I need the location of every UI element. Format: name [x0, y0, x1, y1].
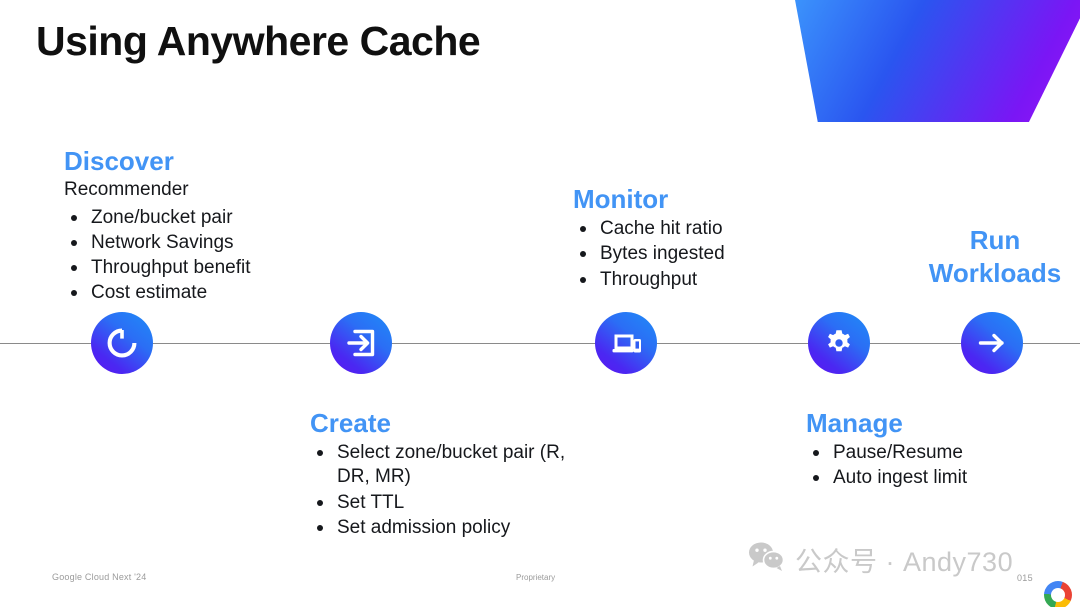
arrow-into-box-icon [344, 326, 378, 360]
section-heading-run-line2: Workloads [928, 258, 1062, 289]
list-item: Set TTL [310, 491, 580, 515]
devices-icon [609, 326, 643, 360]
section-create: Create Select zone/bucket pair (R, DR, M… [310, 408, 580, 541]
section-heading-create: Create [310, 408, 391, 438]
list-item: Throughput [573, 268, 823, 292]
timeline-axis [0, 343, 1080, 344]
list-item: Cache hit ratio [573, 217, 823, 241]
list-item: Bytes ingested [573, 242, 823, 266]
decorative-parallelogram [794, 0, 1080, 122]
wechat-icon [748, 541, 786, 579]
list-item: Auto ingest limit [806, 466, 1056, 490]
page-title: Using Anywhere Cache [36, 18, 481, 64]
bullet-list-manage: Pause/Resume Auto ingest limit [806, 441, 1056, 490]
section-discover: Discover Recommender Zone/bucket pair Ne… [64, 146, 344, 306]
timeline-node-manage[interactable] [808, 312, 870, 374]
bullet-list-create: Select zone/bucket pair (R, DR, MR) Set … [310, 441, 580, 540]
list-item: Set admission policy [310, 516, 580, 540]
bullet-list-discover: Zone/bucket pair Network Savings Through… [64, 206, 344, 306]
section-manage: Manage Pause/Resume Auto ingest limit [806, 408, 1056, 492]
arrow-right-icon [975, 326, 1009, 360]
timeline-node-create[interactable] [330, 312, 392, 374]
timeline-node-monitor[interactable] [595, 312, 657, 374]
timeline-node-run-workloads[interactable] [961, 312, 1023, 374]
section-monitor: Monitor Cache hit ratio Bytes ingested T… [573, 184, 823, 293]
list-item: Throughput benefit [64, 256, 344, 280]
gear-icon [822, 326, 856, 360]
list-item: Network Savings [64, 231, 344, 255]
bullet-list-monitor: Cache hit ratio Bytes ingested Throughpu… [573, 217, 823, 291]
list-item: Pause/Resume [806, 441, 1056, 465]
watermark: 公众号 · Andy730 [748, 540, 1013, 579]
section-subheading-discover: Recommender [64, 179, 189, 201]
section-heading-run-line1: Run [969, 225, 1021, 255]
page-number: 015 [1017, 573, 1033, 583]
footer-event-label: Google Cloud Next '24 [52, 572, 147, 582]
section-heading-discover: Discover [64, 146, 174, 176]
footer-proprietary-label: Proprietary [516, 573, 556, 582]
section-heading-manage: Manage [806, 408, 903, 438]
section-run-workloads: Run Workloads [900, 224, 1080, 291]
google-cloud-logo [1044, 581, 1072, 607]
cache-ring-icon [105, 326, 139, 360]
list-item: Cost estimate [64, 281, 344, 305]
list-item: Select zone/bucket pair (R, DR, MR) [310, 441, 580, 489]
watermark-text: 公众号 · Andy730 [795, 547, 1014, 577]
list-item: Zone/bucket pair [64, 206, 344, 230]
timeline-node-discover[interactable] [91, 312, 153, 374]
section-heading-monitor: Monitor [573, 184, 669, 214]
